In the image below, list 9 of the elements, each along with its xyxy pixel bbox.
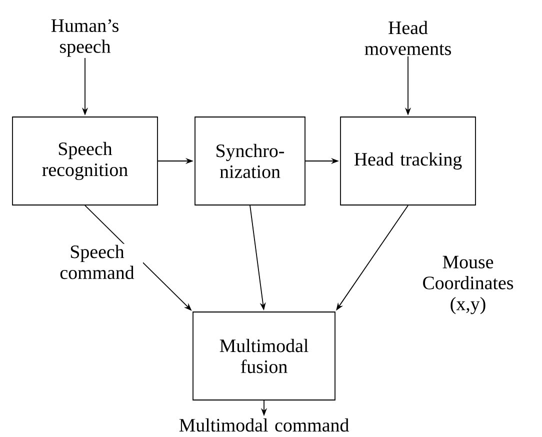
input-text: Human’s speech (51, 19, 118, 57)
process-box: Speech recognition (12, 116, 158, 206)
process-box: Multimodal fusion (192, 312, 336, 400)
process-box: Head tracking (340, 116, 476, 206)
edge-label: Mouse Coordinates (x,y) (407, 254, 529, 316)
output-text: Multimodal command (179, 418, 349, 432)
edge-label: Speech command (51, 244, 143, 280)
process-box: Synchro- nization (194, 116, 306, 206)
input-text: Head movements (364, 20, 451, 56)
